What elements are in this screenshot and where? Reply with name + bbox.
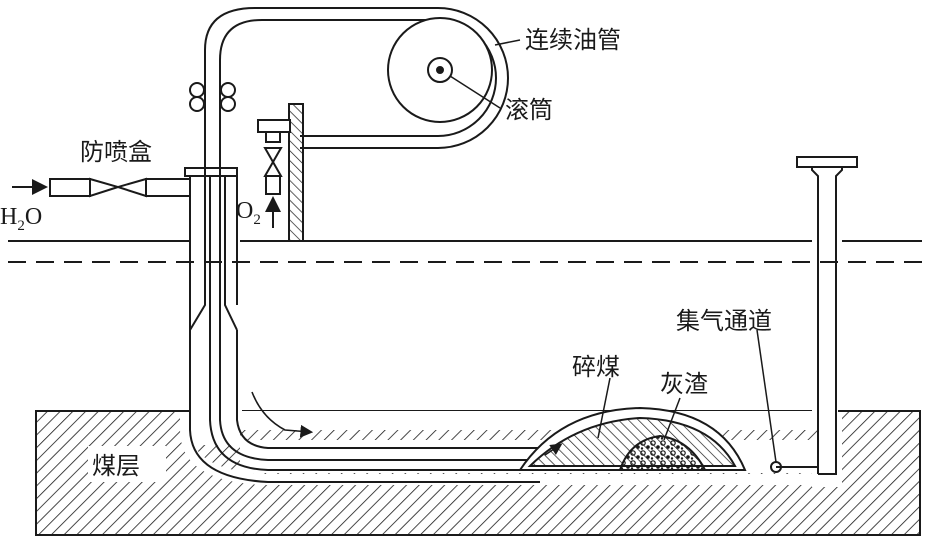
label-h2o-h: H [0, 204, 17, 230]
drum [387, 17, 493, 123]
label-coal-seam: 煤层 [92, 452, 140, 480]
support-post [257, 103, 304, 242]
coal-seam-label-bg [88, 446, 166, 482]
label-h2o-sub: 2 [17, 218, 25, 234]
o2-valve [263, 147, 283, 228]
label-bop: 防喷盒 [80, 138, 152, 166]
production-well [770, 156, 858, 475]
guide-rollers [189, 82, 236, 112]
label-h2o: H2O [0, 204, 42, 234]
label-coiled-tubing: 连续油管 [525, 26, 621, 54]
label-o2: O2 [236, 198, 261, 228]
label-crushed-coal: 碎煤 [572, 353, 620, 381]
ground-surface [8, 240, 922, 263]
label-o2-o: O [236, 198, 253, 224]
label-o2-sub: 2 [253, 212, 261, 228]
injection-well [184, 167, 548, 483]
leader-lines [449, 39, 777, 463]
label-h2o-o: O [25, 204, 42, 230]
label-drum: 滚筒 [505, 96, 553, 124]
label-ash: 灰渣 [660, 370, 708, 398]
gasification-cavity [518, 406, 747, 471]
h2o-line [12, 177, 191, 198]
label-gas-channel: 集气通道 [676, 307, 772, 335]
